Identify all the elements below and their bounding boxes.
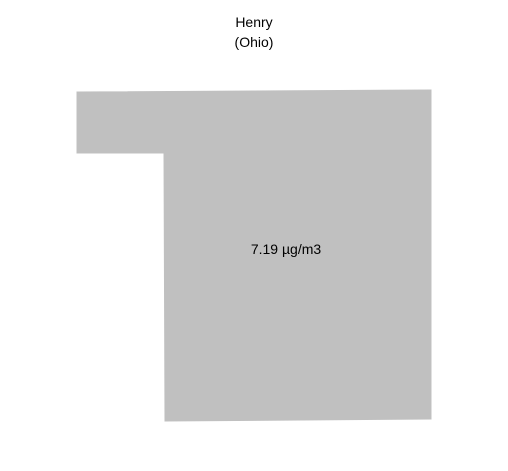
map-title: Henry (Ohio): [0, 12, 508, 52]
pollution-value-label: 7.19 µg/m3: [251, 241, 322, 257]
county-shape[interactable]: [76, 89, 432, 422]
county-name: Henry: [235, 14, 273, 30]
state-label: (Ohio): [234, 34, 274, 50]
